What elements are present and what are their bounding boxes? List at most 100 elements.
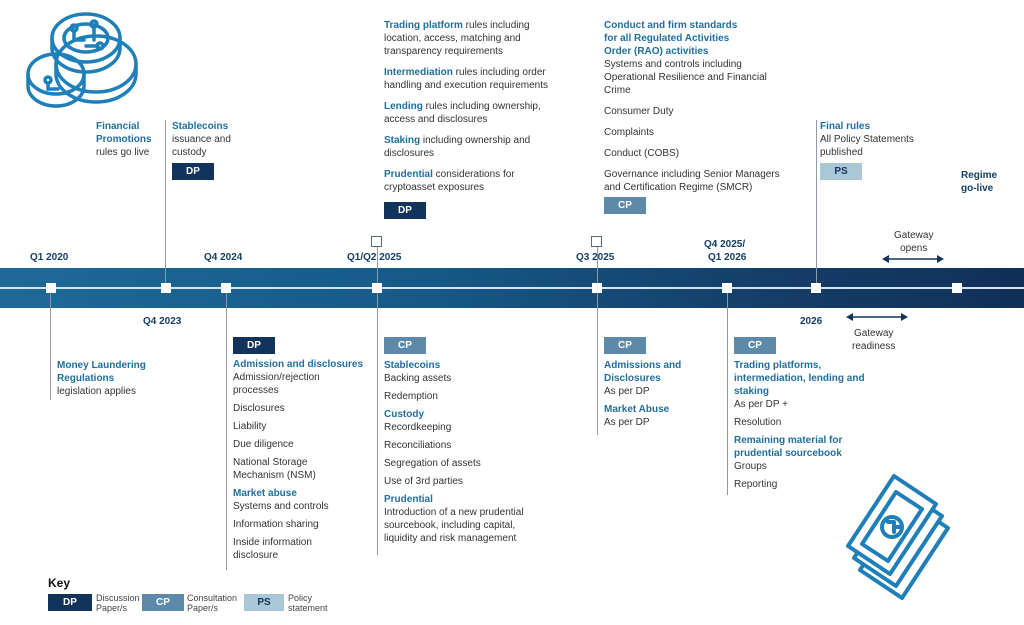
governance-item: Governance including Senior Managers bbox=[604, 169, 780, 180]
prudential-text: Introduction of a new prudential bbox=[384, 507, 524, 518]
backing-assets-item: Backing assets bbox=[384, 373, 452, 384]
prudential-text: cryptoasset exposures bbox=[384, 182, 485, 193]
third-parties-item: Use of 3rd parties bbox=[384, 476, 463, 487]
intermediation-text: rules including order bbox=[452, 67, 546, 78]
gateway-readiness-label: Gateway readiness bbox=[852, 327, 895, 353]
key-cp-label-line: Paper/s bbox=[187, 603, 219, 613]
milestone-marker bbox=[372, 283, 382, 293]
groups-item: Groups bbox=[734, 461, 767, 472]
lending-text: rules including ownership, bbox=[422, 101, 541, 112]
key-dp-label-line: Paper/s bbox=[96, 603, 128, 613]
trading-platform-text: transparency requirements bbox=[384, 46, 503, 57]
recordkeeping-item: Recordkeeping bbox=[384, 422, 452, 433]
date-label: Q3 2025 bbox=[576, 252, 615, 263]
milestone-open-marker bbox=[591, 236, 602, 247]
lending-text: access and disclosures bbox=[384, 114, 488, 125]
key-dp-label-line: Discussion bbox=[96, 593, 140, 603]
aml-heading: Regulations bbox=[57, 373, 115, 384]
connector-line bbox=[50, 290, 51, 400]
financial-promotions-block: Financial Promotions rules go live bbox=[96, 120, 152, 159]
admission-text: processes bbox=[233, 385, 279, 396]
milestone-marker bbox=[221, 283, 231, 293]
q3-2025-cp-bottom-block: CP Admissions and Disclosures As per DP … bbox=[604, 337, 714, 429]
aml-text: legislation applies bbox=[57, 386, 136, 397]
staking-heading: Staking bbox=[384, 135, 421, 146]
key-ps-label-line: Policy bbox=[288, 593, 313, 603]
connector-line bbox=[377, 290, 378, 555]
connector-line bbox=[597, 246, 598, 288]
conduct-heading: Conduct and firm standards bbox=[604, 20, 738, 31]
prudential-heading: Prudential bbox=[384, 494, 433, 505]
milestone-marker bbox=[722, 283, 732, 293]
q1q2-2025-dp-block: Trading platform rules including locatio… bbox=[384, 19, 564, 219]
date-label: Q1 2026 bbox=[708, 252, 747, 263]
trading-platform-text: rules including bbox=[462, 20, 530, 31]
dp-badge: DP bbox=[233, 337, 275, 354]
admission-disclosures-heading: Admission and disclosures bbox=[233, 359, 364, 370]
gateway-readiness-line: Gateway bbox=[853, 328, 894, 339]
stablecoins-issuance-block: Stablecoins issuance and custody DP bbox=[172, 120, 231, 180]
aml-heading: Money Laundering bbox=[57, 360, 146, 371]
prudential-text: liquidity and risk management bbox=[384, 533, 517, 544]
admissions-disclosures-heading: Disclosures bbox=[604, 373, 661, 384]
trading-platform-heading: Trading platform bbox=[384, 20, 463, 31]
trading-platform-text: location, access, matching and bbox=[384, 33, 521, 44]
financial-promotions-heading: Financial bbox=[96, 121, 140, 132]
q4-2024-dp-block: DP Admission and disclosures Admission/r… bbox=[233, 337, 373, 562]
intermediation-text: handling and execution requirements bbox=[384, 80, 548, 91]
milestone-marker bbox=[46, 283, 56, 293]
remaining-material-heading: Remaining material for bbox=[734, 435, 843, 446]
date-label: 2026 bbox=[800, 316, 823, 327]
resolution-item: Resolution bbox=[734, 417, 782, 428]
key-ps-label-line: statement bbox=[288, 603, 328, 613]
stablecoins-text: custody bbox=[172, 147, 207, 158]
market-abuse-heading: Market abuse bbox=[233, 488, 297, 499]
due-diligence-item: Due diligence bbox=[233, 439, 294, 450]
cp-badge: CP bbox=[384, 337, 426, 354]
q1q2-2025-cp-block: CP Stablecoins Backing assets Redemption… bbox=[384, 337, 554, 545]
gateway-opens-line: opens bbox=[900, 243, 928, 254]
cp-badge: CP bbox=[734, 337, 776, 354]
admissions-disclosures-heading: Admissions and bbox=[604, 360, 682, 371]
gateway-readiness-arrow bbox=[846, 313, 908, 321]
dp-badge: DP bbox=[172, 163, 214, 180]
stablecoins-heading: Stablecoins bbox=[172, 121, 229, 132]
conduct-heading: for all Regulated Activities bbox=[604, 33, 730, 44]
conduct-text: Crime bbox=[604, 85, 631, 96]
milestone-marker bbox=[161, 283, 171, 293]
as-per-dp-text: As per DP bbox=[604, 417, 650, 428]
trading-platforms-heading: staking bbox=[734, 386, 770, 397]
key-cp-label-line: Consultation bbox=[187, 593, 238, 603]
key-cp-badge: CP bbox=[142, 594, 184, 611]
reporting-item: Reporting bbox=[734, 479, 778, 490]
nsm-item: National Storage bbox=[233, 457, 308, 468]
conduct-cobs-item: Conduct (COBS) bbox=[604, 148, 680, 159]
cp-badge: CP bbox=[604, 337, 646, 354]
connector-line bbox=[226, 290, 227, 570]
stablecoins-text: issuance and bbox=[172, 134, 231, 145]
information-sharing-item: Information sharing bbox=[233, 519, 319, 530]
milestone-marker bbox=[811, 283, 821, 293]
gateway-readiness-line: readiness bbox=[852, 341, 896, 352]
gateway-opens-arrow bbox=[882, 255, 944, 263]
milestone-open-marker bbox=[371, 236, 382, 247]
market-abuse-heading: Market Abuse bbox=[604, 404, 670, 415]
date-label: Q1 2020 bbox=[30, 252, 69, 263]
remaining-material-heading: prudential sourcebook bbox=[734, 448, 842, 459]
date-label: Q4 2024 bbox=[204, 252, 243, 263]
redemption-item: Redemption bbox=[384, 391, 438, 402]
date-label: go-live bbox=[961, 183, 994, 194]
date-label: Q1/Q2 2025 bbox=[347, 252, 402, 263]
as-per-dp-text: As per DP bbox=[604, 386, 650, 397]
milestone-marker bbox=[952, 283, 962, 293]
financial-promotions-heading: Promotions bbox=[96, 134, 152, 145]
final-rules-text: All Policy Statements bbox=[820, 134, 914, 145]
conduct-text: Systems and controls including bbox=[604, 59, 742, 70]
banknotes-icon bbox=[846, 474, 950, 600]
lending-heading: Lending bbox=[384, 101, 423, 112]
conduct-heading: Order (RAO) activities bbox=[604, 46, 709, 57]
cp-badge: CP bbox=[604, 197, 646, 214]
final-rules-heading: Final rules bbox=[820, 121, 871, 132]
systems-controls-item: Systems and controls bbox=[233, 501, 329, 512]
governance-item: and Certification Regime (SMCR) bbox=[604, 182, 753, 193]
